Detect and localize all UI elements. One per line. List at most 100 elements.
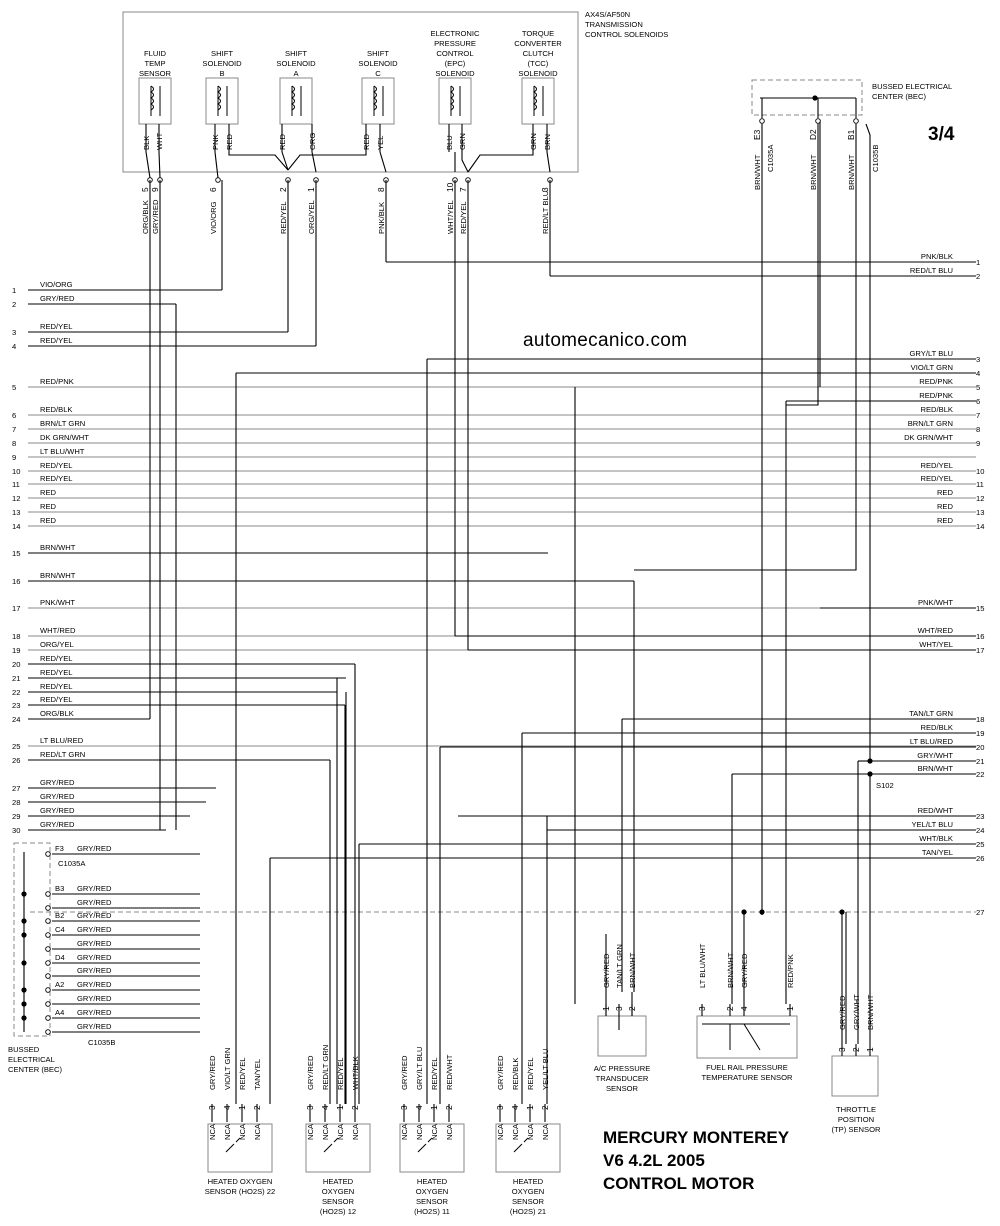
- left-pin-color: RED/YEL: [40, 695, 73, 704]
- ho2s-color: GRY/RED: [208, 1055, 217, 1090]
- tp-pin: 3: [837, 1047, 847, 1052]
- solenoid-name: SOLENOID: [518, 69, 558, 78]
- solenoid-name: SENSOR: [139, 69, 172, 78]
- right-pin-color: RED/LT BLU: [910, 266, 953, 275]
- right-pin-number: 22: [976, 770, 984, 779]
- ho2s-nca: NCA: [238, 1123, 247, 1140]
- ho2s-name: HEATED: [417, 1177, 448, 1186]
- pin-socket: [45, 932, 51, 938]
- trans-harness-color: ORG/YEL: [307, 200, 316, 234]
- left-pin-color: GRY/RED: [40, 294, 75, 303]
- left-pin-number: 6: [12, 411, 16, 420]
- right-pin-number: 1: [976, 258, 980, 267]
- ac-pin: 1: [601, 1006, 611, 1011]
- solenoid-body: [521, 77, 555, 125]
- ac-pin: 2: [627, 1006, 637, 1011]
- ho2s-name: (HO2S) 21: [510, 1207, 546, 1216]
- trans-pin-number: 3: [540, 187, 550, 192]
- tp-color: BRN/WHT: [866, 994, 875, 1030]
- solenoid-name: SHIFT: [211, 49, 233, 58]
- solenoid-wire-color: RED: [225, 133, 234, 150]
- fuel-pin: 2: [725, 1006, 735, 1011]
- ho2s-name: OXYGEN: [416, 1187, 449, 1196]
- bec-bus-junction: [812, 95, 818, 101]
- solenoid-wire-color: GRN: [458, 133, 467, 150]
- bec-left-pin: F3: [55, 844, 64, 853]
- ho2s-body: [495, 1123, 561, 1173]
- ho2s-color: GRY/RED: [400, 1055, 409, 1090]
- left-pin-number: 10: [12, 467, 20, 476]
- shift-common-feed: [281, 151, 289, 171]
- bec-left-color: GRY/RED: [77, 1008, 112, 1017]
- ho2s-color: WHT/BLK: [351, 1056, 360, 1090]
- solenoid-wire-color: RED: [362, 133, 371, 150]
- ac-name: TRANSDUCER: [596, 1074, 649, 1083]
- right-pin-number: 3: [976, 355, 980, 364]
- left-pin-number: 26: [12, 756, 20, 765]
- bec-left-pin: B2: [55, 911, 64, 920]
- trans-harness-color: RED/LT BLU: [541, 191, 550, 234]
- ho2s-color: GRY/RED: [496, 1055, 505, 1090]
- right-pin-color: RED/PNK: [919, 377, 953, 386]
- ho2s-nca: NCA: [430, 1123, 439, 1140]
- ho2s-nca: NCA: [496, 1123, 505, 1140]
- left-pin-color: ORG/YEL: [40, 640, 74, 649]
- solenoid-name: CONTROL: [436, 49, 473, 58]
- ho2s-name: SENSOR: [322, 1197, 355, 1206]
- ho2s-nca: NCA: [306, 1123, 315, 1140]
- bec-d2-run: [786, 124, 819, 406]
- solenoid-body: [205, 77, 239, 125]
- solenoid-name: B: [219, 69, 224, 78]
- ho2s-color: YEL/LT BLU: [541, 1048, 550, 1090]
- solenoid-name: SOLENOID: [435, 69, 475, 78]
- solenoid-name: FLUID: [144, 49, 166, 58]
- junction-dot: [21, 918, 27, 924]
- pin-socket: [853, 118, 859, 124]
- right-pin-number: 19: [976, 729, 984, 738]
- ho2s-name: HEATED: [323, 1177, 354, 1186]
- tp-color: GRY/WHT: [852, 994, 861, 1030]
- right-pin-color: RED/YEL: [921, 461, 954, 470]
- ho2s-nca: NCA: [400, 1123, 409, 1140]
- ho2s-nca: NCA: [415, 1123, 424, 1140]
- left-pin-color: LT BLU/WHT: [40, 447, 85, 456]
- bec-left-label: BUSSED: [8, 1045, 40, 1054]
- right-pin-number: 20: [976, 743, 984, 752]
- left-pin-color: RED: [40, 502, 57, 511]
- solenoid-wire-color: BLK: [142, 136, 151, 150]
- right-pin-color: RED/BLK: [921, 405, 954, 414]
- bec-left-color: GRY/RED: [77, 898, 112, 907]
- right-pin-color: TAN/YEL: [922, 848, 953, 857]
- left-pin-color: GRY/RED: [40, 792, 75, 801]
- solenoid-wire-color: RED: [278, 133, 287, 150]
- wire: [214, 151, 219, 179]
- right-pin-color: GRY/LT BLU: [910, 349, 953, 358]
- ho2s-body: [305, 1123, 371, 1173]
- right-pin-color: VIO/LT GRN: [911, 363, 953, 372]
- ho2s-name: (HO2S) 12: [320, 1207, 356, 1216]
- ho2s-color: GRY/LT BLU: [415, 1047, 424, 1090]
- ho2s-body: [207, 1123, 273, 1173]
- junction-dot: [21, 932, 27, 938]
- left-pin-number: 14: [12, 522, 20, 531]
- shift-common-feed: [287, 152, 367, 171]
- trans-harness-color: ORG/BLK: [141, 200, 150, 234]
- right-pin-color: TAN/LT GRN: [909, 709, 953, 718]
- right-pin-number: 10: [976, 467, 984, 476]
- solenoid-wire-color: BRN: [543, 134, 552, 150]
- ho2s-nca: NCA: [321, 1123, 330, 1140]
- left-pin-color: GRY/RED: [40, 806, 75, 815]
- right-pin-number: 27: [976, 908, 984, 917]
- ho2s-color: RED/LT GRN: [321, 1045, 330, 1090]
- tp-color: GRY/RED: [838, 995, 847, 1030]
- left-pin-number: 2: [12, 300, 16, 309]
- ho2s-name: (HO2S) 11: [414, 1207, 450, 1216]
- ho2s-nca: NCA: [526, 1123, 535, 1140]
- bec-left-color: GRY/RED: [77, 994, 112, 1003]
- right-pin-number: 15: [976, 604, 984, 613]
- ho2s-nca: NCA: [336, 1123, 345, 1140]
- trans-harness-color: VIO/ORG: [209, 201, 218, 234]
- solenoid-body: [279, 77, 313, 125]
- trans-pin-number: 6: [208, 187, 218, 192]
